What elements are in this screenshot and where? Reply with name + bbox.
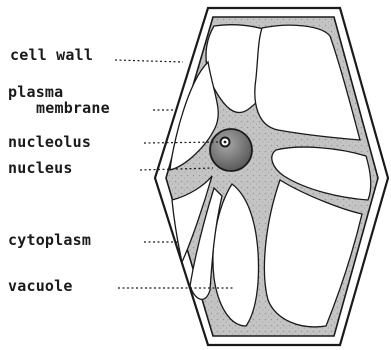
label-membrane: membrane (36, 100, 110, 116)
label-cell-wall: cell wall (10, 47, 93, 63)
nucleus-shape (210, 129, 252, 171)
label-nucleus: nucleus (8, 160, 73, 176)
label-cytoplasm: cytoplasm (8, 232, 91, 248)
label-nucleolus: nucleolus (8, 134, 91, 150)
label-vacuole: vacuole (8, 278, 73, 294)
label-plasma: plasma (8, 84, 63, 100)
nucleolus-center (224, 141, 227, 144)
leader-cell-wall (115, 60, 183, 62)
